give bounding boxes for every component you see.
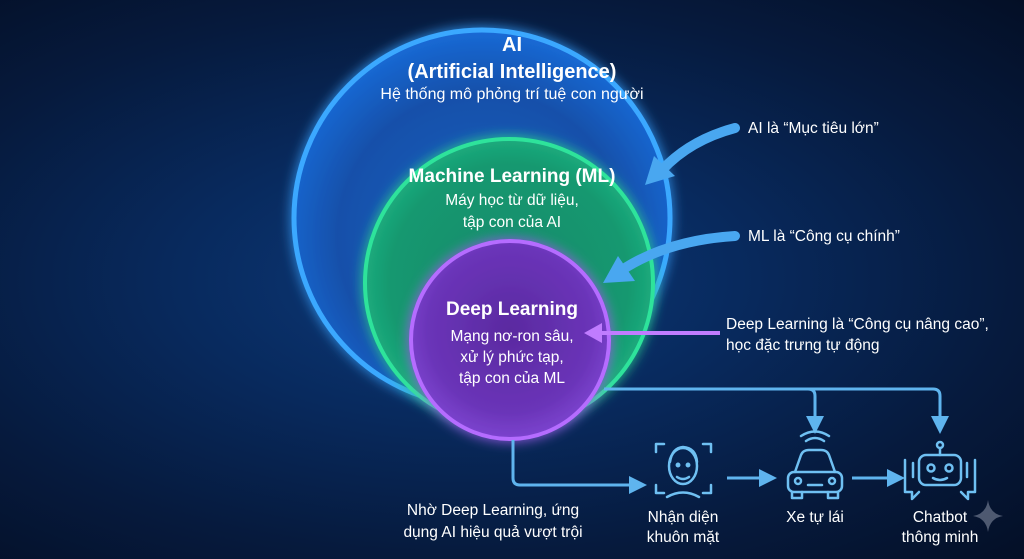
app-face-line2: khuôn mặt <box>646 529 720 546</box>
dl-desc-line2: xử lý phức tạp, <box>460 349 564 366</box>
ml-note: ML là “Công cụ chính” <box>748 228 900 245</box>
dl-note-arrow <box>584 323 720 343</box>
app-chatbot-line1: Chatbot <box>912 509 968 526</box>
dl-title: Deep Learning <box>446 299 578 320</box>
app-car-line1: Xe tự lái <box>786 509 844 526</box>
ml-title: Machine Learning (ML) <box>408 166 616 187</box>
ai-title-line2: (Artificial Intelligence) <box>407 61 617 83</box>
dl-description: Mạng nơ-ron sâu, xử lý phức tạp, tập con… <box>422 326 602 389</box>
ai-note: AI là “Mục tiêu lớn” <box>748 120 879 137</box>
self-driving-car-icon <box>786 430 844 500</box>
dl-desc-line1: Mạng nơ-ron sâu, <box>450 328 574 345</box>
face-recognition-icon <box>654 442 713 499</box>
dl-note: Deep Learning là “Công cụ nâng cao”, học… <box>726 314 989 356</box>
dl-circle <box>409 239 611 441</box>
chatbot-robot-icon <box>903 440 977 501</box>
ml-desc-line1: Máy học từ dữ liệu, <box>445 192 579 209</box>
ai-title-line1: AI <box>502 34 522 56</box>
app-label-face-recognition: Nhận diện khuôn mặt <box>628 508 738 548</box>
dl-note-line1: Deep Learning là “Công cụ nâng cao”, <box>726 316 989 333</box>
app-label-chatbot: Chatbot thông minh <box>885 508 995 548</box>
app-label-self-driving-car: Xe tự lái <box>765 508 865 528</box>
ai-title: AI (Artificial Intelligence) <box>382 32 642 86</box>
ml-desc-line2: tập con của AI <box>462 214 562 231</box>
sparkle-icon <box>973 500 1003 532</box>
caption-line1: Nhờ Deep Learning, ứng <box>406 502 580 519</box>
caption-line2: dụng AI hiệu quả vượt trội <box>403 524 583 541</box>
app-face-line1: Nhận diện <box>647 509 719 526</box>
connector-lines <box>511 387 949 494</box>
ml-note-arrow <box>603 231 740 283</box>
dl-desc-line3: tập con của ML <box>459 370 565 387</box>
dl-note-line2: học đặc trưng tự động <box>726 337 880 354</box>
ai-note-arrow <box>645 123 740 185</box>
ml-description: Máy học từ dữ liệu, tập con của AI <box>402 190 622 234</box>
ai-subtitle: Hệ thống mô phỏng trí tuệ con người <box>380 86 644 103</box>
app-chatbot-line2: thông minh <box>901 529 979 546</box>
bottom-caption: Nhờ Deep Learning, ứng dụng AI hiệu quả … <box>380 500 606 544</box>
